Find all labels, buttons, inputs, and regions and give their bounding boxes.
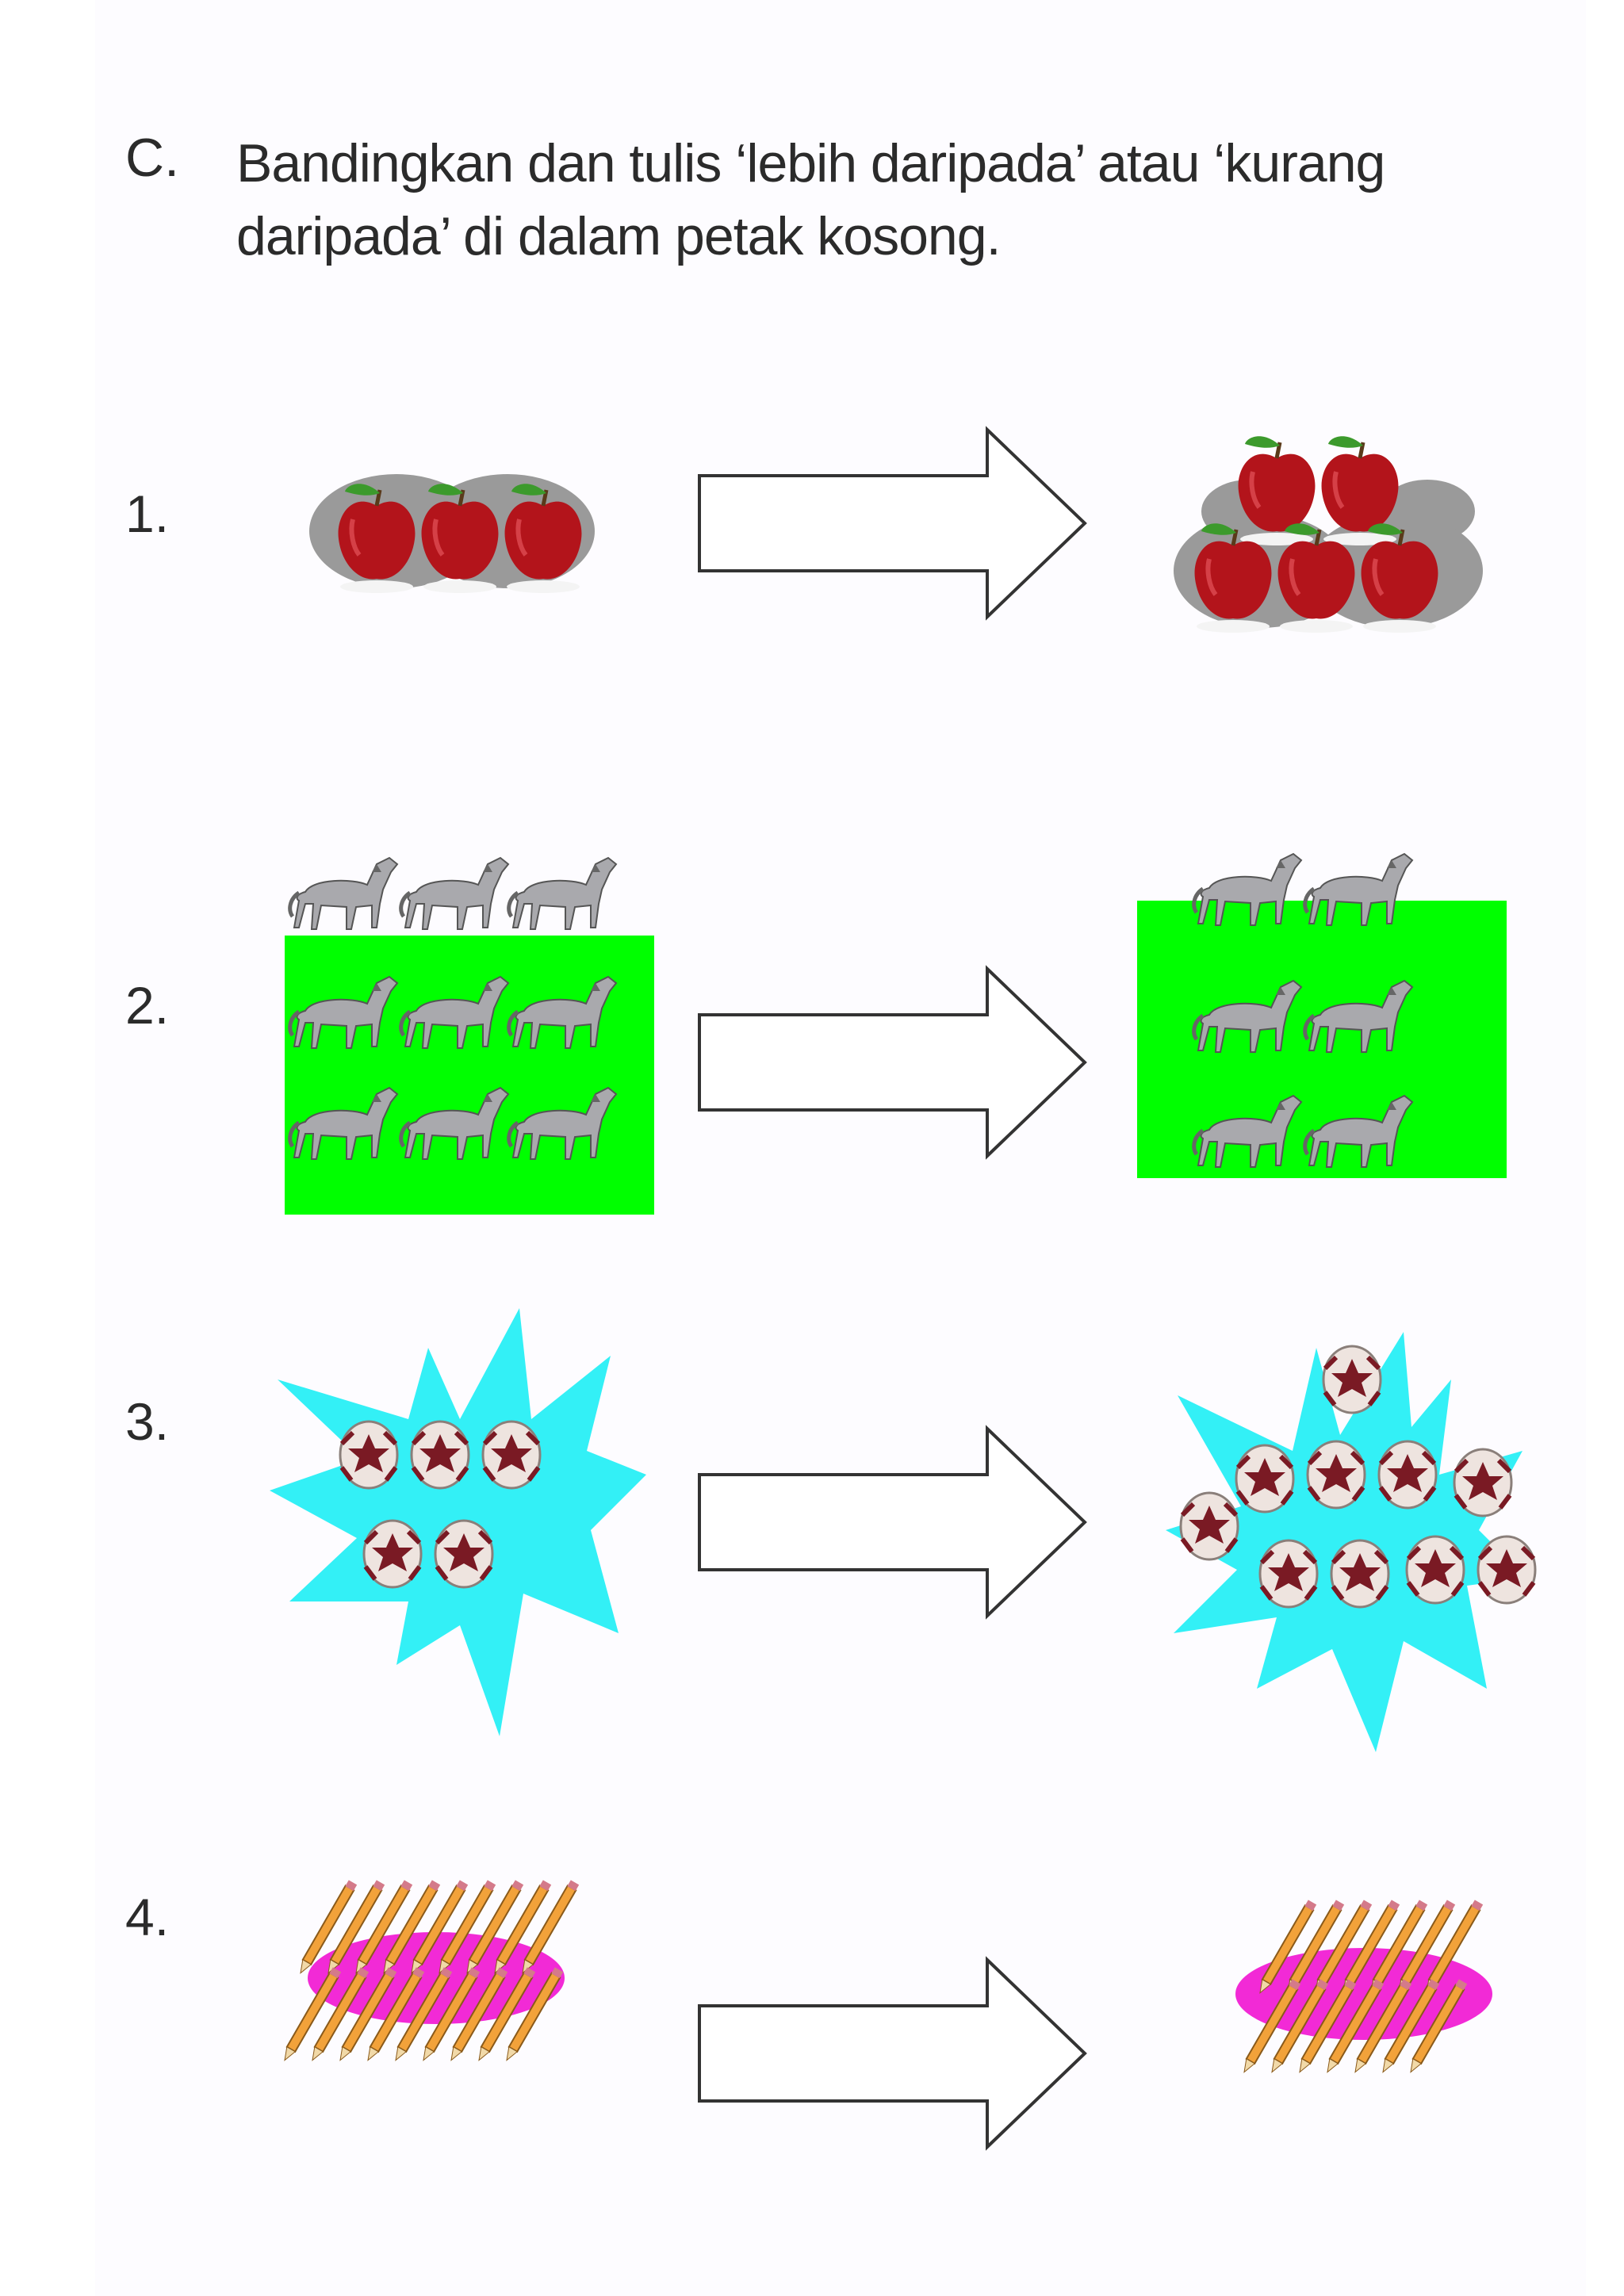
soccer-ball-icon — [483, 1422, 540, 1488]
horse-icon — [401, 858, 508, 929]
answer-arrow-box-4[interactable] — [698, 1956, 1087, 2151]
soccer-ball-icon — [340, 1422, 397, 1488]
soccer-ball-icon — [1454, 1449, 1511, 1516]
answer-arrow-box-1[interactable] — [698, 426, 1087, 621]
question-number-4: 4. — [125, 1888, 170, 1946]
soccer-ball-icon — [1181, 1493, 1238, 1559]
answer-arrow-box-2[interactable] — [698, 965, 1087, 1160]
ball-group-right — [1166, 1316, 1562, 1760]
apple-group-right — [1158, 412, 1507, 642]
horse-icon — [290, 858, 397, 929]
soccer-ball-icon — [1308, 1441, 1365, 1508]
soccer-ball-icon — [412, 1422, 469, 1488]
soccer-ball-icon — [1323, 1346, 1381, 1413]
soccer-ball-icon — [1331, 1540, 1388, 1607]
soccer-ball-icon — [1407, 1536, 1464, 1603]
soccer-ball-icon — [1260, 1540, 1317, 1607]
answer-arrow-box-3[interactable] — [698, 1425, 1087, 1620]
burst-shape — [1166, 1332, 1526, 1752]
horse-group-right — [1134, 848, 1515, 1189]
soccer-ball-icon — [1379, 1441, 1436, 1508]
soccer-ball-icon — [1478, 1536, 1535, 1603]
ball-group-left — [270, 1300, 650, 1744]
pencil-group-right — [1221, 1895, 1507, 2101]
soccer-ball-icon — [1236, 1445, 1293, 1512]
horse-group-left — [282, 848, 662, 1221]
soccer-ball-icon — [364, 1521, 421, 1587]
question-number-3: 3. — [125, 1392, 170, 1451]
green-panel — [285, 936, 654, 1215]
instruction-text: Bandingkan dan tulis ‘lebih daripada’ at… — [236, 133, 1385, 266]
horse-icon — [509, 858, 616, 929]
soccer-ball-icon — [435, 1521, 492, 1587]
apple-group-left — [285, 412, 619, 603]
question-number-2: 2. — [125, 976, 170, 1035]
pencil-group-left — [278, 1871, 580, 2085]
section-label: C. — [125, 128, 179, 188]
question-number-1: 1. — [125, 484, 170, 543]
